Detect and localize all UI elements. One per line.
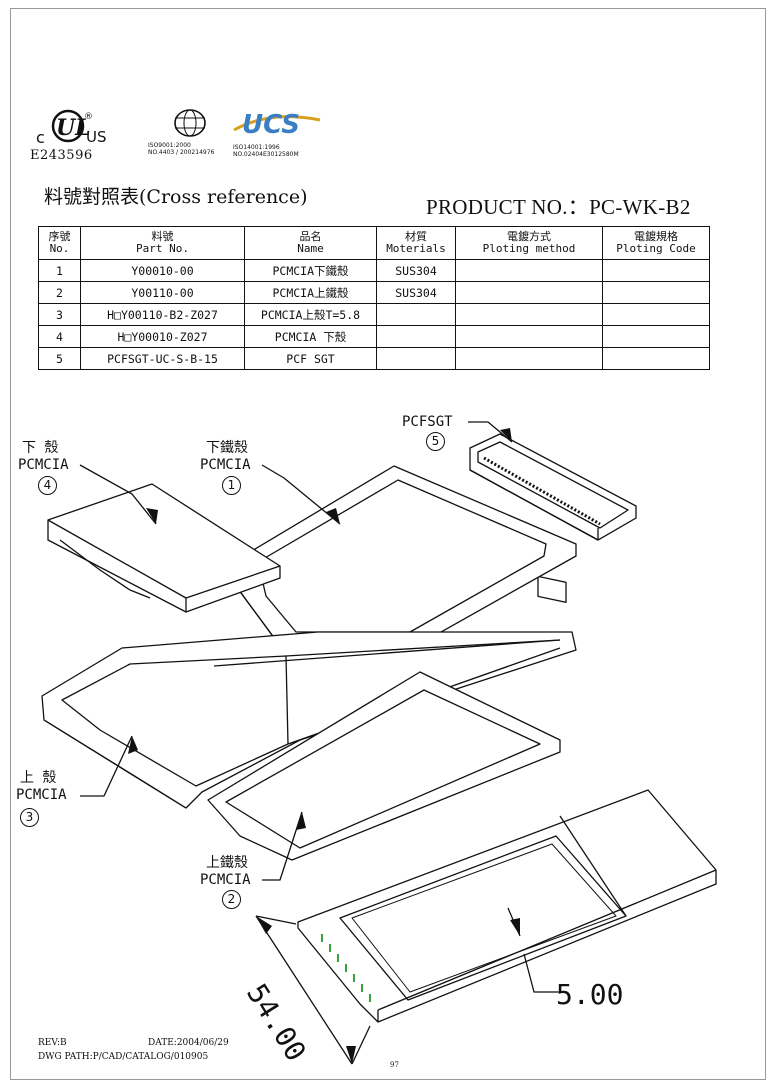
iso9001-certificate-text: ISO9001:2000 NO.4403 / 200214976 [148, 142, 215, 156]
part4-label-en: PCMCIA [18, 457, 69, 473]
ul-registered-mark: ® [84, 112, 93, 122]
revision-text: REV:B [38, 1038, 67, 1048]
lower-plastic-shell-part [47, 483, 281, 613]
upper-plastic-shell-part [41, 631, 577, 809]
part4-label-zh: 下 殼 [22, 440, 59, 456]
part1-label-zh: 下鐵殼 [206, 440, 248, 456]
cell-name: PCMCIA下鐵殼 [244, 259, 377, 282]
part4-callout: 4 [38, 476, 57, 495]
part5-label-en: PCFSGT [402, 414, 453, 430]
pcfsgt-connector-part [469, 433, 637, 603]
assembled-pcmcia-card [297, 789, 717, 1023]
cell-part-no: Y00010-00 [80, 259, 245, 282]
cross-reference-title: 料號對照表(Cross reference) [44, 186, 308, 208]
ul-listed-logo: UL [51, 109, 91, 143]
upper-steel-shell-part [207, 671, 561, 861]
part3-callout: 3 [20, 808, 39, 827]
table-row: 5 PCFSGT-UC-S-B-15 PCF SGT [38, 347, 710, 370]
ul-c-mark: c [36, 128, 45, 147]
part2-label-en: PCMCIA [200, 872, 251, 888]
part1-label-en: PCMCIA [200, 457, 251, 473]
svg-text:UL: UL [56, 115, 91, 141]
drawing-frame [10, 8, 766, 1080]
thickness-dimension: 5.00 [556, 978, 624, 1011]
part2-callout: 2 [222, 890, 241, 909]
cell-part-no: H□Y00110-B2-Z027 [80, 303, 245, 326]
certification-logos: UL c US ® E243596 ISO9001:2000 NO.4403 /… [30, 108, 330, 168]
part1-callout: 1 [222, 476, 241, 495]
ul-file-number: E243596 [30, 148, 93, 163]
part2-label-zh: 上鐵殼 [206, 855, 248, 871]
drawing-path-text: DWG PATH:P/CAD/CATALOG/010905 [38, 1052, 209, 1062]
part3-label-en: PCMCIA [16, 787, 67, 803]
part3-label-zh: 上 殼 [20, 770, 57, 786]
ucs-logo [233, 115, 321, 132]
cell-material: SUS304 [376, 281, 456, 304]
product-number-title: PRODUCT NO.：PC-WK-B2 [426, 195, 691, 219]
date-text: DATE:2004/06/29 [148, 1038, 229, 1048]
iso9001-globe-logo [174, 109, 206, 137]
ul-us-mark: US [86, 128, 107, 146]
cell-name: PCF SGT [244, 347, 377, 370]
iso14001-certificate-text: ISO14001:1996 NO.02404E3012580M [233, 144, 299, 158]
part5-callout: 5 [426, 432, 445, 451]
cell-plating-code [602, 347, 710, 370]
cell-part-no: PCFSGT-UC-S-B-15 [80, 347, 245, 370]
page-number: 97 [390, 1061, 399, 1069]
table-row: 3 H□Y00110-B2-Z027 PCMCIA上殼T=5.8 [38, 303, 710, 326]
ucs-brand-text: UCS [242, 110, 300, 140]
table-row: 1 Y00010-00 PCMCIA下鐵殼 SUS304 [38, 259, 710, 282]
